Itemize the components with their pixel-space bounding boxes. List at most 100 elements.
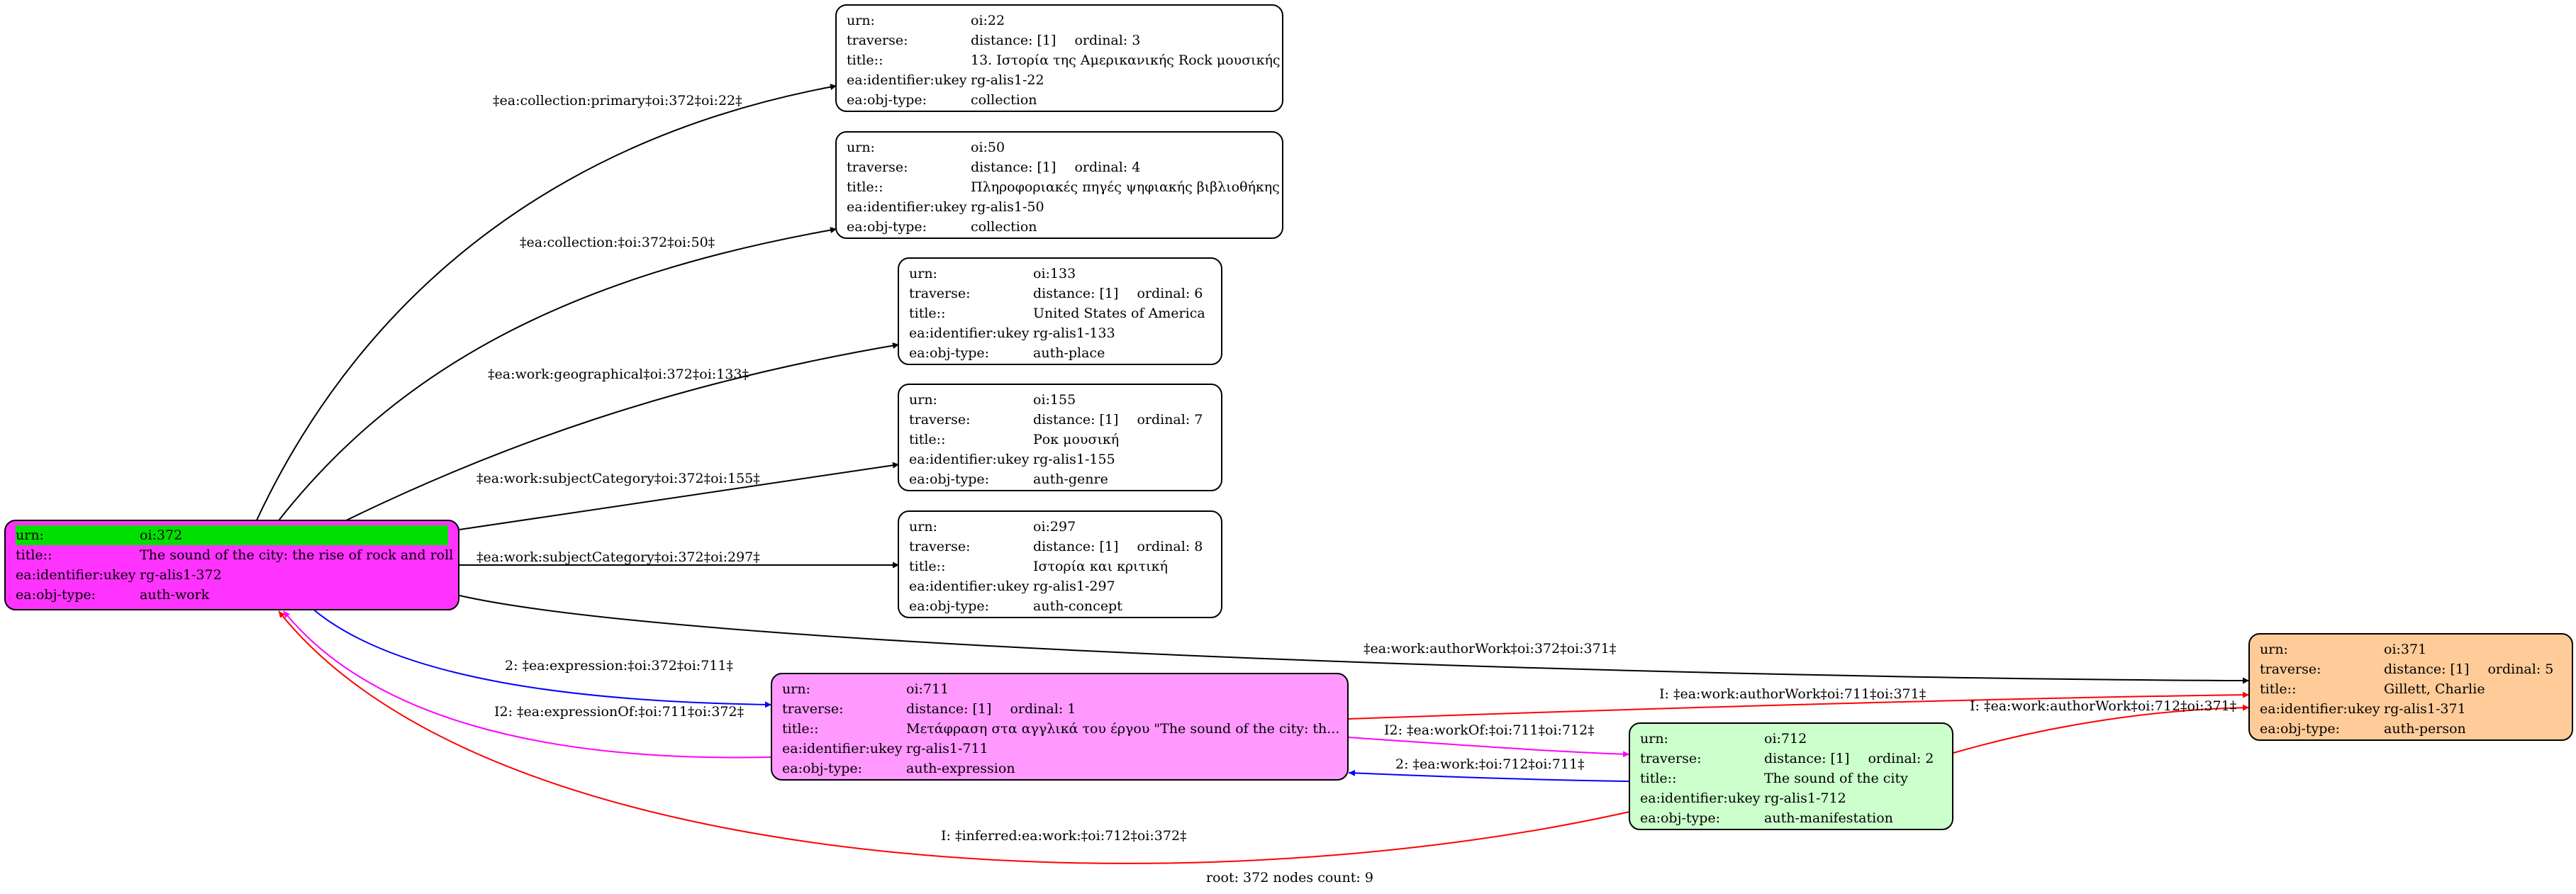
edge-label-expression-of: I2: ‡ea:expressionOf:‡oi:711‡oi:372‡: [494, 704, 745, 720]
edge-oi711-to-oi371: [1348, 691, 2250, 720]
objtype-value: auth-work: [140, 587, 210, 603]
edge-label-work: 2: ‡ea:work:‡oi:712‡oi:711‡: [1395, 756, 1585, 772]
edge-label-collection-primary: ‡ea:collection:primary‡oi:372‡oi:22‡: [493, 93, 742, 108]
traverse-key: traverse:: [782, 701, 844, 717]
title-value: Gillett, Charlie: [2384, 681, 2485, 697]
edge-root-to-oi711: [311, 608, 772, 708]
edge-oi711-to-oi712: [1348, 737, 1630, 758]
edge-oi712-to-root: [278, 610, 1630, 864]
ordinal-value: ordinal: 2: [1868, 751, 1934, 766]
identifier-key: ea:identifier:ukey: [909, 325, 1030, 341]
distance-value: distance: [1]: [2384, 661, 2470, 677]
edge-root-to-oi133: [340, 342, 900, 524]
node-oi50[interactable]: urn:oi:50 traverse:distance: [1]ordinal:…: [835, 131, 1283, 239]
identifier-key: ea:identifier:ukey: [909, 452, 1030, 467]
objtype-value: auth-person: [2384, 721, 2466, 737]
urn-key: urn:: [847, 13, 875, 28]
identifier-key: ea:identifier:ukey: [847, 199, 967, 215]
edge-oi712-to-oi371: [1953, 704, 2250, 754]
identifier-value: rg-alis1-297: [1033, 579, 1115, 594]
edge-root-to-oi155: [459, 462, 900, 530]
title-value: The sound of the city: [1764, 771, 1908, 786]
title-key: title::: [909, 559, 946, 574]
identifier-key: ea:identifier:ukey: [847, 72, 967, 88]
objtype-key: ea:obj-type:: [847, 92, 927, 108]
urn-value: oi:372: [140, 525, 448, 545]
identifier-key: ea:identifier:ukey: [2260, 701, 2380, 717]
graph-footer: root: 372 nodes count: 9: [1206, 870, 1373, 885]
urn-key: urn:: [847, 140, 875, 155]
node-oi711[interactable]: urn:oi:711 traverse:distance: [1]ordinal…: [771, 673, 1349, 781]
title-value: United States of America: [1033, 306, 1205, 321]
objtype-value: auth-place: [1033, 345, 1105, 361]
title-value: The sound of the city: the rise of rock …: [140, 547, 454, 563]
objtype-value: collection: [971, 219, 1037, 235]
title-value: Ροκ μουσική: [1033, 432, 1120, 447]
distance-value: distance: [1]: [1033, 286, 1119, 301]
title-value: Ιστορία και κριτική: [1033, 559, 1168, 574]
distance-value: distance: [1]: [1033, 539, 1119, 554]
ordinal-value: ordinal: 1: [1010, 701, 1076, 717]
objtype-value: auth-genre: [1033, 471, 1108, 487]
urn-key: urn:: [782, 681, 810, 697]
edge-label-collection: ‡ea:collection:‡oi:372‡oi:50‡: [520, 235, 715, 250]
ordinal-value: ordinal: 5: [2487, 661, 2554, 677]
edge-root-to-oi371: [459, 595, 2250, 684]
edge-label-expression: 2: ‡ea:expression:‡oi:372‡oi:711‡: [505, 658, 733, 674]
objtype-key: ea:obj-type:: [16, 587, 96, 603]
traverse-key: traverse:: [909, 286, 971, 301]
objtype-value: collection: [971, 92, 1037, 108]
identifier-key: ea:identifier:ukey: [909, 579, 1030, 594]
ordinal-value: ordinal: 3: [1074, 33, 1141, 48]
identifier-value: rg-alis1-711: [906, 741, 988, 756]
identifier-key: ea:identifier:ukey: [1640, 790, 1761, 806]
urn-value: oi:155: [1033, 392, 1076, 408]
objtype-key: ea:obj-type:: [909, 598, 990, 614]
title-key: title::: [909, 306, 946, 321]
node-oi22[interactable]: urn: oi:22 traverse: distance: [1] ordinal:…: [835, 4, 1283, 112]
node-root-oi372[interactable]: urn:oi:372 title::The sound of the city:…: [4, 520, 459, 610]
objtype-key: ea:obj-type:: [909, 345, 990, 361]
title-key: title::: [2260, 681, 2297, 697]
distance-value: distance: [1]: [906, 701, 992, 717]
edge-label-author-work-root: ‡ea:work:authorWork‡oi:372‡oi:371‡: [1364, 641, 1617, 656]
traverse-key: traverse:: [847, 33, 908, 48]
urn-value: oi:712: [1764, 731, 1807, 747]
ordinal-value: ordinal: 8: [1137, 539, 1203, 554]
edge-label-inferred-work: I: ‡inferred:ea:work:‡oi:712‡oi:372‡: [941, 828, 1187, 844]
objtype-value: auth-concept: [1033, 598, 1122, 614]
title-key: title::: [782, 721, 819, 737]
distance-value: distance: [1]: [971, 33, 1056, 48]
edge-oi712-to-oi711: [1348, 769, 1630, 782]
urn-key: urn:: [2260, 642, 2288, 657]
ordinal-value: ordinal: 7: [1137, 412, 1203, 428]
identifier-value: rg-alis1-371: [2384, 701, 2466, 717]
objtype-key: ea:obj-type:: [1640, 810, 1721, 826]
urn-value: oi:133: [1033, 266, 1076, 281]
objtype-key: ea:obj-type:: [782, 761, 863, 776]
title-value: Μετάφραση στα αγγλικά του έργου "The sou…: [906, 721, 1340, 737]
node-oi155[interactable]: urn:oi:155 traverse:distance: [1]ordinal…: [898, 384, 1222, 491]
distance-value: distance: [1]: [1764, 751, 1850, 766]
objtype-key: ea:obj-type:: [909, 471, 990, 487]
identifier-value: rg-alis1-712: [1764, 790, 1846, 806]
node-oi712[interactable]: urn:oi:712 traverse:distance: [1]ordinal…: [1629, 722, 1953, 830]
title-value: Πληροφοριακές πηγές ψηφιακής βιβλιοθήκης: [971, 179, 1280, 195]
title-key: title::: [1640, 771, 1677, 786]
traverse-key: traverse:: [847, 160, 908, 175]
ordinal-value: ordinal: 6: [1137, 286, 1203, 301]
traverse-key: traverse:: [2260, 661, 2321, 677]
identifier-value: rg-alis1-22: [971, 72, 1044, 88]
node-oi297[interactable]: urn:oi:297 traverse:distance: [1]ordinal…: [898, 510, 1222, 618]
urn-key: urn:: [909, 266, 937, 281]
urn-value: oi:50: [971, 140, 1005, 155]
identifier-value: rg-alis1-372: [140, 567, 222, 583]
objtype-key: ea:obj-type:: [847, 219, 927, 235]
urn-value: oi:297: [1033, 519, 1076, 535]
node-oi133[interactable]: urn: oi:133 traverse: distance: [1] ordinal…: [898, 257, 1222, 365]
node-oi371[interactable]: urn:oi:371 traverse:distance: [1]ordinal…: [2248, 633, 2573, 741]
objtype-key: ea:obj-type:: [2260, 721, 2341, 737]
urn-value: oi:22: [971, 13, 1005, 28]
edge-label-geographical: ‡ea:work:geographical‡oi:372‡oi:133‡: [488, 367, 749, 382]
